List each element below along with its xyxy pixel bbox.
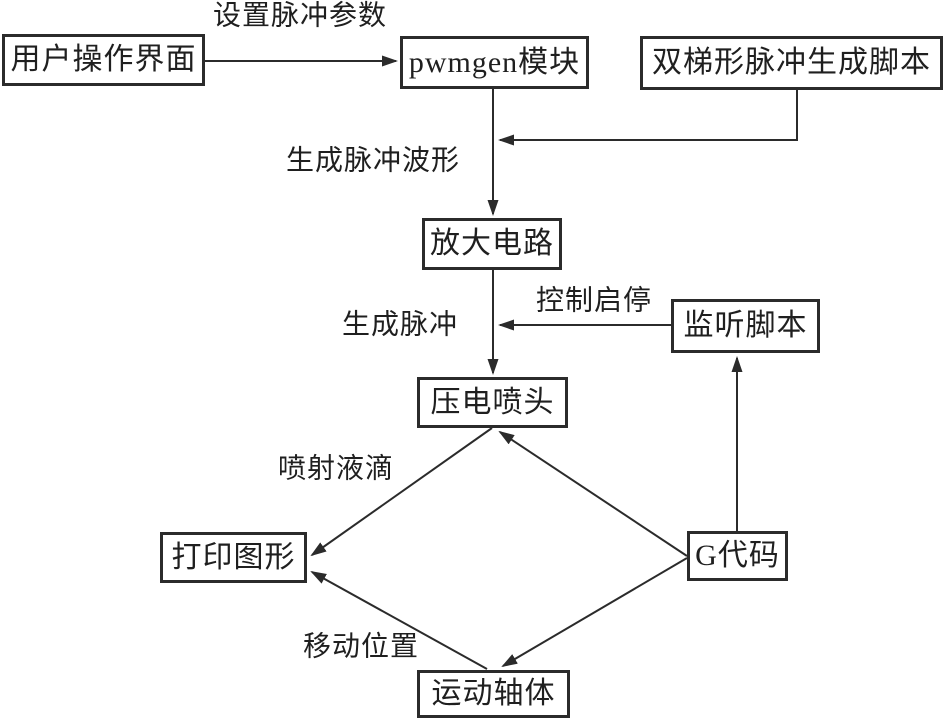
edge-label-generate-pulse-waveform: 生成脉冲波形 — [285, 145, 461, 177]
arrow-gcode-to-nozzle — [498, 430, 688, 557]
edge-label-eject-droplets: 喷射液滴 — [277, 453, 395, 485]
arrow-motion-to-print — [310, 571, 488, 670]
edge-label-control-start-stop: 控制启停 — [535, 285, 653, 317]
node-listener-script: 监听脚本 — [671, 299, 820, 353]
edge-label-generate-pulse: 生成脉冲 — [341, 309, 459, 341]
arrow-script-to-pulseline — [498, 90, 798, 146]
node-piezo-nozzle: 压电喷头 — [417, 377, 568, 428]
node-pwmgen-module: pwmgen模块 — [400, 36, 589, 89]
node-amplifier-circuit: 放大电路 — [422, 218, 562, 270]
node-user-interface: 用户操作界面 — [2, 34, 205, 86]
node-motion-axis: 运动轴体 — [417, 670, 570, 718]
edge-label-move-position: 移动位置 — [302, 631, 420, 663]
edge-label-set-pulse-params: 设置脉冲参数 — [212, 0, 388, 32]
node-print-graphic: 打印图形 — [160, 532, 307, 583]
arrow-nozzle-to-print — [310, 427, 493, 557]
node-trapezoid-script: 双梯形脉冲生成脚本 — [640, 36, 943, 90]
node-gcode: G代码 — [687, 531, 788, 581]
arrow-gcode-to-motion — [501, 557, 688, 668]
